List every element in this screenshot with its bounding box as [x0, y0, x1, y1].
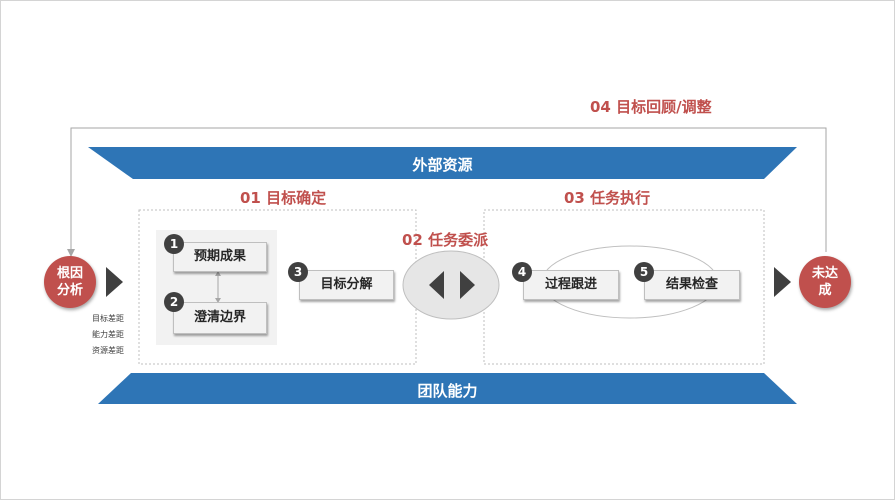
step2-label: 澄清边界: [193, 310, 246, 325]
step2-box: 澄清边界: [173, 302, 267, 334]
loop-arrowhead: [67, 249, 75, 257]
loop-label: 04 目标回顾/调整: [590, 98, 712, 116]
gap-label-goal: 目标差距: [92, 314, 124, 323]
gap-label-resource: 资源差距: [92, 346, 124, 355]
feedback-loop-line: [70, 127, 827, 252]
top-band: [88, 147, 797, 179]
step4-box: 过程跟进: [523, 270, 619, 300]
end-node: 未达 成: [799, 256, 851, 308]
gap-label-ability: 能力差距: [92, 330, 124, 339]
bottom-band-label: 团队能力: [417, 382, 478, 400]
right-triangle-icon: [460, 271, 475, 299]
left-flow-arrow-icon: [106, 267, 123, 297]
step5-badge: 5: [634, 262, 654, 282]
step4-badge: 4: [512, 262, 532, 282]
step5-label: 结果检查: [665, 277, 718, 292]
step3-box: 目标分解: [299, 270, 394, 300]
delegation-ellipse: [402, 250, 500, 320]
step1-badge: 1: [164, 234, 184, 254]
right-flow-arrow-icon: [774, 267, 791, 297]
step1-box: 预期成果: [173, 242, 267, 272]
left-triangle-icon: [429, 271, 444, 299]
step3-label: 目标分解: [320, 277, 373, 292]
step5-box: 结果检查: [644, 270, 740, 300]
start-node: 根因 分析: [44, 256, 96, 308]
phase3-container: [483, 209, 765, 365]
phase2-title: 02 任务委派: [402, 231, 489, 249]
top-band-label: 外部资源: [412, 156, 473, 174]
step2-badge: 2: [164, 292, 184, 312]
phase1-title: 01 目标确定: [240, 189, 327, 207]
step3-badge: 3: [288, 262, 308, 282]
end-node-label: 未达 成: [811, 266, 838, 298]
step4-label: 过程跟进: [544, 277, 597, 292]
step1-label: 预期成果: [193, 249, 246, 264]
phase3-title: 03 任务执行: [564, 189, 651, 207]
start-node-label: 根因 分析: [56, 266, 83, 298]
bottom-band: [98, 373, 797, 404]
